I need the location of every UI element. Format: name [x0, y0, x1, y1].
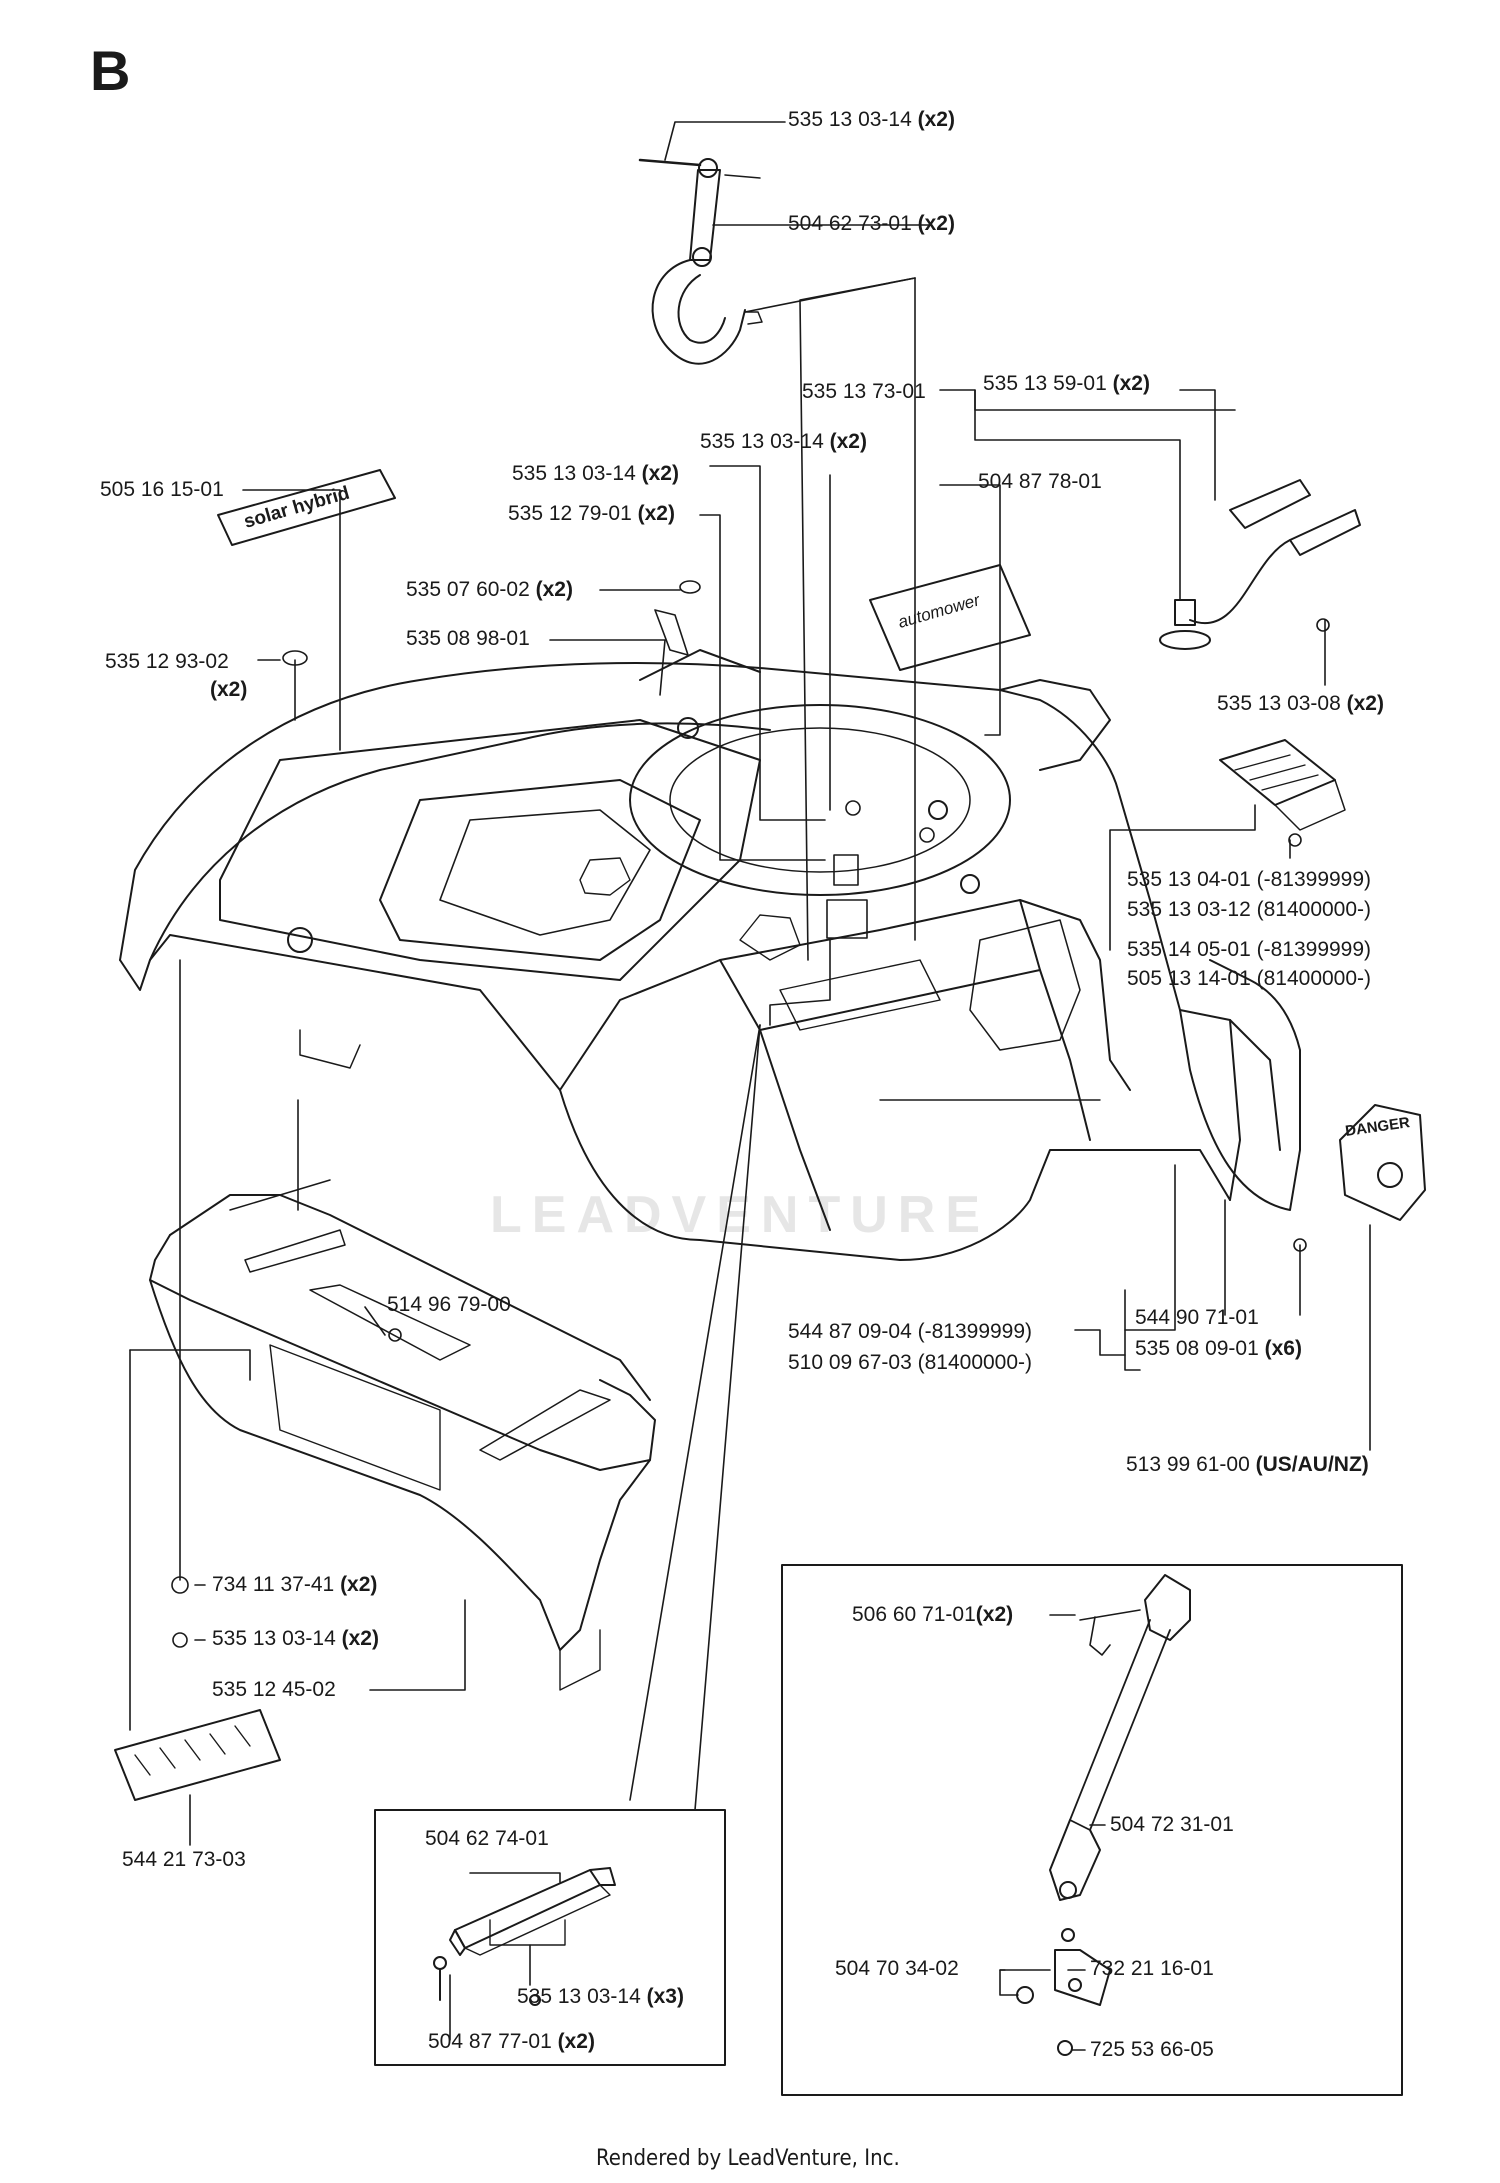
- callout-734-11-37-41: 734 11 37-41 (x2): [212, 1573, 378, 1596]
- automower-decal-text: automower: [896, 590, 983, 632]
- callout-514-96-79-00: 514 96 79-00: [387, 1293, 511, 1316]
- danger-shield-decal-text: DANGER: [1344, 1114, 1411, 1140]
- callout-535-12-79-01: 535 12 79-01 (x2): [508, 502, 675, 525]
- callout-544-87-09-04: 544 87 09-04 (-81399999): [788, 1320, 1033, 1343]
- callout-535-13-59-01: 535 13 59-01 (x2): [983, 372, 1150, 395]
- callout-535-08-09-01: 535 08 09-01 (x6): [1135, 1337, 1302, 1360]
- callout-544-21-73-03: 544 21 73-03: [122, 1848, 246, 1871]
- warning-decal-strip: [114, 1709, 281, 1801]
- callout-505-13-14-01: 505 13 14-01 (81400000-): [1127, 967, 1372, 990]
- leader-lines: [129, 121, 1371, 1846]
- body-shell: [119, 649, 1301, 1261]
- callout-535-12-93-02: 535 12 93-02: [105, 650, 229, 673]
- solar-hybrid-decal: solar hybrid: [217, 469, 396, 546]
- callout-510-09-67-03: 510 09 67-03 (81400000-): [788, 1351, 1033, 1374]
- callout-535-12-93-02-qty: (x2): [210, 678, 248, 701]
- callout-535-13-03-08: 535 13 03-08 (x2): [1217, 692, 1384, 715]
- footer-credit: Rendered by LeadVenture, Inc.: [596, 2146, 900, 2171]
- callout-504-62-73-01: 504 62 73-01 (x2): [788, 212, 955, 235]
- hook-handle: [638, 158, 763, 365]
- callout-535-13-03-14-a: 535 13 03-14 (x2): [788, 108, 955, 131]
- callout-504-87-77-01: 504 87 77-01 (x2): [428, 2030, 595, 2053]
- callout-732-21-16-01: 732 21 16-01: [1090, 1957, 1214, 1980]
- callout-544-90-71-01: 544 90 71-01: [1135, 1306, 1259, 1329]
- callout-535-13-03-12: 535 13 03-12 (81400000-): [1127, 898, 1372, 921]
- callout-506-60-71-01: 506 60 71-01(x2): [852, 1603, 1014, 1626]
- watermark-text: LEADVENTURE: [490, 1186, 991, 1244]
- callout-725-53-66-05: 725 53 66-05: [1090, 2038, 1214, 2061]
- callout-513-99-61-00: 513 99 61-00 (US/AU/NZ): [1126, 1453, 1369, 1476]
- callout-535-13-73-01: 535 13 73-01: [802, 380, 926, 403]
- screws: [171, 580, 1330, 1648]
- callout-504-87-78-01: 504 87 78-01: [978, 470, 1102, 493]
- callout-535-13-03-14-d: 535 13 03-14 (x2): [212, 1627, 379, 1650]
- hinge-bracket: [1159, 479, 1361, 650]
- grate-part: [1219, 739, 1346, 831]
- section-letter: B: [90, 39, 131, 102]
- inset-trim-rail: [374, 1809, 726, 2066]
- callout-505-16-15-01: 505 16 15-01: [100, 478, 224, 501]
- callout-504-72-31-01: 504 72 31-01: [1110, 1813, 1234, 1836]
- callout-504-70-34-02: 504 70 34-02: [835, 1957, 959, 1980]
- callout-535-13-03-14-e: 535 13 03-14 (x3): [517, 1985, 684, 2008]
- automower-decal: automower: [869, 564, 1031, 671]
- callout-535-13-03-14-c: 535 13 03-14 (x2): [512, 462, 679, 485]
- callout-535-07-60-02: 535 07 60-02 (x2): [406, 578, 573, 601]
- callout-535-14-05-01: 535 14 05-01 (-81399999): [1127, 938, 1372, 961]
- callout-535-08-98-01: 535 08 98-01: [406, 627, 530, 650]
- callout-504-62-74-01: 504 62 74-01: [425, 1827, 549, 1850]
- danger-shield-decal: DANGER: [1339, 1104, 1426, 1221]
- callout-535-12-45-02: 535 12 45-02: [212, 1678, 336, 1701]
- callout-535-13-03-14-b: 535 13 03-14 (x2): [700, 430, 867, 453]
- front-bumper: [149, 1179, 656, 1691]
- inset-gas-strut: [781, 1564, 1403, 2096]
- callout-535-13-04-01: 535 13 04-01 (-81399999): [1127, 868, 1372, 891]
